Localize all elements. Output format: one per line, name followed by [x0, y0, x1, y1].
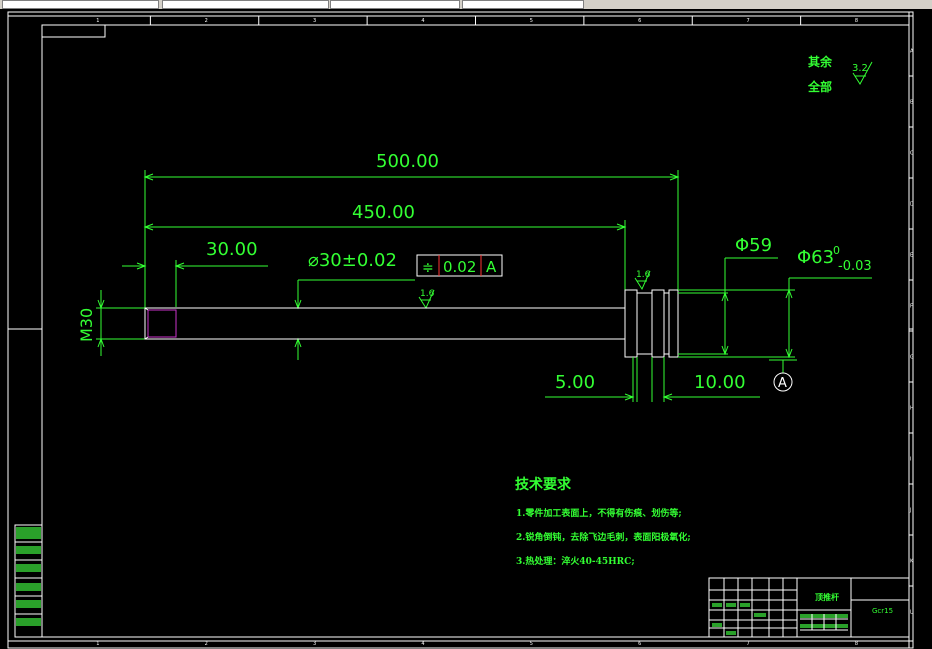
layer-dropdown[interactable] — [2, 0, 159, 9]
dim-shaft-diameter: ⌀30±0.02 — [308, 250, 397, 271]
tech-requirement-2: 2.锐角倒钝，去除飞边毛刺，表面阳极氧化; — [516, 531, 691, 543]
border-col-label-top: 5 — [530, 18, 533, 24]
border-col-label-top: 4 — [421, 18, 424, 24]
border-row-label: H — [910, 406, 914, 412]
border-col-label-bottom: 1 — [96, 641, 99, 647]
color-dropdown[interactable] — [162, 0, 329, 9]
dim-thread-length: 30.00 — [206, 239, 258, 260]
datum-circle-icon — [773, 372, 793, 392]
dim-thread-label: M30 — [77, 308, 96, 342]
lineweight-dropdown[interactable] — [462, 0, 584, 9]
border-col-label-bottom: 5 — [530, 641, 533, 647]
thread-section — [147, 309, 177, 338]
border-row-labels: A B C D E F G H I J K L — [909, 49, 914, 616]
tech-requirement-3: 3.热处理：淬火40-45HRC; — [516, 555, 635, 567]
title-block-part-name: 顶推杆 — [815, 592, 839, 602]
border-col-label-top: 6 — [638, 18, 641, 24]
tolerance-frame — [416, 254, 503, 277]
collar — [624, 289, 679, 358]
tech-requirement-1: 1.零件加工表面上，不得有伤痕、划伤等; — [516, 507, 682, 519]
roughness-shaft-value: 1.6 — [420, 289, 435, 299]
dim-collar-dia-small: Φ59 — [735, 235, 772, 256]
dim-collar-lower-deviation: -0.03 — [838, 259, 872, 274]
tolerance-datum: A — [486, 258, 497, 276]
title-block — [708, 577, 910, 638]
revision-block — [14, 524, 43, 638]
title-block-material: Gcr15 — [872, 607, 893, 615]
border-col-label-top: 7 — [746, 18, 749, 24]
roughness-note-line1: 其余 — [808, 54, 833, 69]
border-col-label-bottom: 2 — [205, 641, 208, 647]
outer-frame — [7, 11, 914, 649]
border-col-label-top: 1 — [96, 18, 99, 24]
border-row-label: A — [910, 49, 914, 55]
border-row-label: L — [910, 610, 913, 616]
datum-marker: A — [778, 376, 787, 391]
corner-box — [41, 24, 106, 38]
border-col-label-bottom: 3 — [313, 641, 316, 647]
dim-shaft-length: 450.00 — [352, 202, 415, 223]
border-column-labels: 1 1 2 2 3 3 4 4 5 5 6 6 7 7 8 8 — [96, 16, 858, 647]
dim-collar-dia-large: Φ63 — [797, 247, 834, 268]
inner-frame — [41, 24, 910, 638]
dim-overall-length: 500.00 — [376, 151, 439, 172]
border-row-label: B — [910, 100, 914, 106]
border-col-label-bottom: 4 — [421, 641, 424, 647]
roughness-note-line2: 全部 — [807, 79, 832, 94]
linetype-dropdown[interactable] — [330, 0, 460, 9]
border-row-label: K — [910, 559, 914, 565]
border-row-label: G — [910, 355, 914, 361]
toolbar — [0, 0, 932, 9]
tolerance-value: 0.02 — [443, 258, 476, 276]
roughness-symbol-icon — [852, 61, 873, 85]
border-col-label-top: 8 — [855, 18, 858, 24]
border-col-label-top: 3 — [313, 18, 316, 24]
border-row-label: C — [910, 151, 914, 157]
border-row-label: F — [910, 304, 913, 310]
tech-requirements-title: 技术要求 — [515, 476, 572, 493]
border-col-label-bottom: 6 — [638, 641, 641, 647]
dim-collar-upper-deviation: 0 — [833, 244, 840, 257]
border-row-label: J — [909, 508, 911, 514]
tolerance-symbol-icon: ≑ — [422, 260, 434, 276]
dim-groove-width: 5.00 — [555, 372, 595, 393]
border-col-label-top: 2 — [205, 18, 208, 24]
border-col-label-bottom: 7 — [746, 641, 749, 647]
border-row-label: E — [910, 253, 913, 259]
border-row-label: I — [910, 457, 911, 463]
shaft-body — [144, 307, 626, 340]
roughness-collar-value: 1.6 — [636, 270, 651, 280]
roughness-note-value: 3.2 — [852, 63, 868, 74]
border-row-label: D — [910, 202, 914, 208]
dim-collar-width: 10.00 — [694, 372, 746, 393]
border-col-label-bottom: 8 — [855, 641, 858, 647]
